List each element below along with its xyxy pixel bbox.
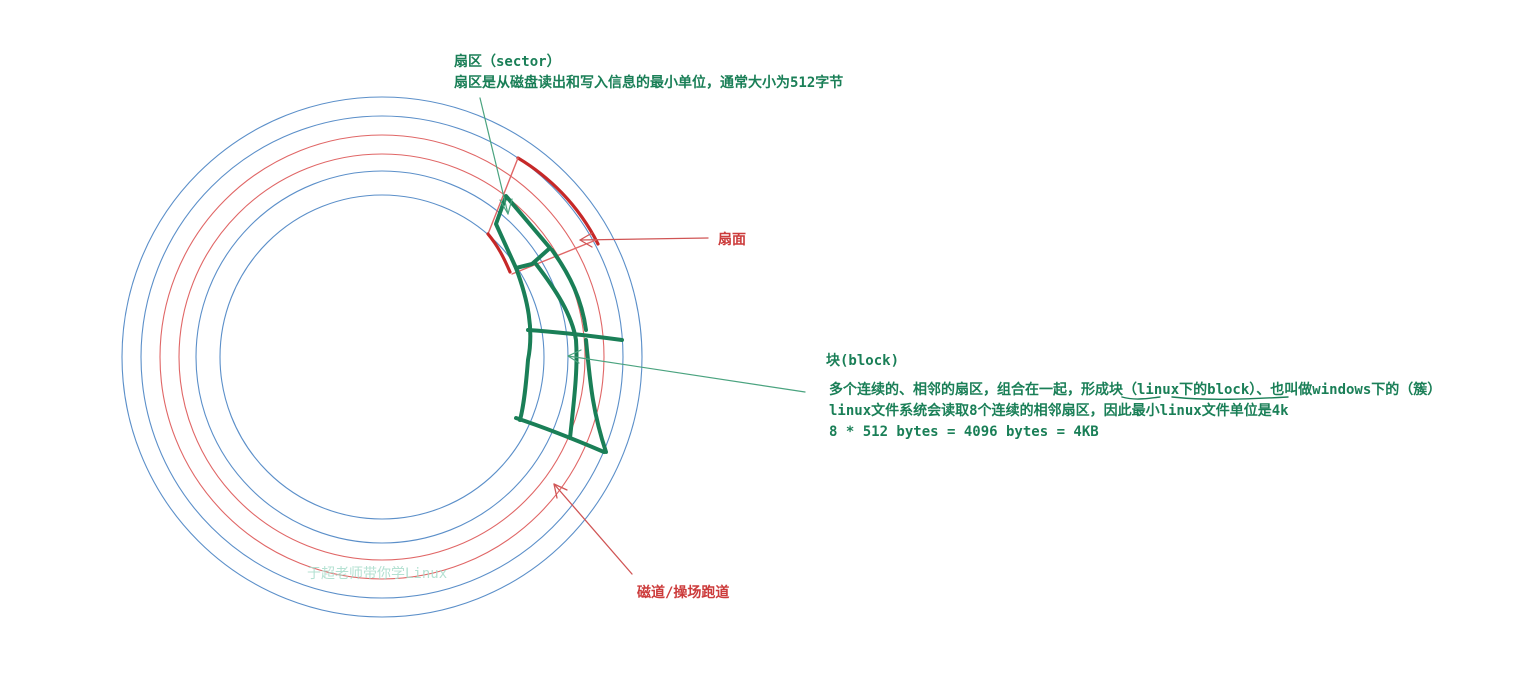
block-left-edge <box>514 266 533 422</box>
block-grid <box>494 194 624 454</box>
track-label: 磁道/操场跑道 <box>637 585 730 601</box>
sector-face-outer-arc <box>516 156 600 246</box>
block-description-2: linux文件系统会读取8个连续的相邻扇区，因此最小linux文件单位是4k <box>829 403 1289 419</box>
watermark-text: 于超老师带你学Linux <box>307 566 448 582</box>
sector-face-right-edge <box>511 239 597 275</box>
block-cross-line-1 <box>526 328 624 342</box>
track-outer-blue <box>121 96 643 618</box>
block-description-3: 8 * 512 bytes = 4096 bytes = 4KB <box>829 424 1099 440</box>
block-middle-edge <box>534 262 579 440</box>
track-blue-2 <box>140 115 624 599</box>
block-description-1: 多个连续的、相邻的扇区，组合在一起，形成块（linux下的block）、也叫做w… <box>829 382 1442 398</box>
track-red-2 <box>178 153 586 561</box>
track-blue-3 <box>195 170 569 544</box>
track-inner-blue <box>219 194 545 520</box>
sector-arrow <box>479 97 513 215</box>
sector-title: 扇区（sector） <box>454 54 561 70</box>
sector-face-left-edge <box>487 157 519 235</box>
sector-face-label: 扇面 <box>718 232 746 248</box>
block-cross-line-3 <box>514 416 606 454</box>
block-arrow <box>567 349 806 393</box>
sector-face-shape <box>486 156 600 275</box>
block-title: 块(block) <box>826 353 900 369</box>
block-cross-line-2 <box>584 338 608 454</box>
sector-face-inner-arc <box>486 232 512 274</box>
block-text-underlines <box>1121 396 1289 400</box>
disk-tracks <box>121 96 643 618</box>
sector-face-arrow <box>579 232 709 248</box>
block-right-edge <box>550 248 588 332</box>
track-arrow <box>553 483 633 575</box>
sector-description: 扇区是从磁盘读出和写入信息的最小单位，通常大小为512字节 <box>454 75 844 91</box>
track-red-1 <box>159 134 605 580</box>
